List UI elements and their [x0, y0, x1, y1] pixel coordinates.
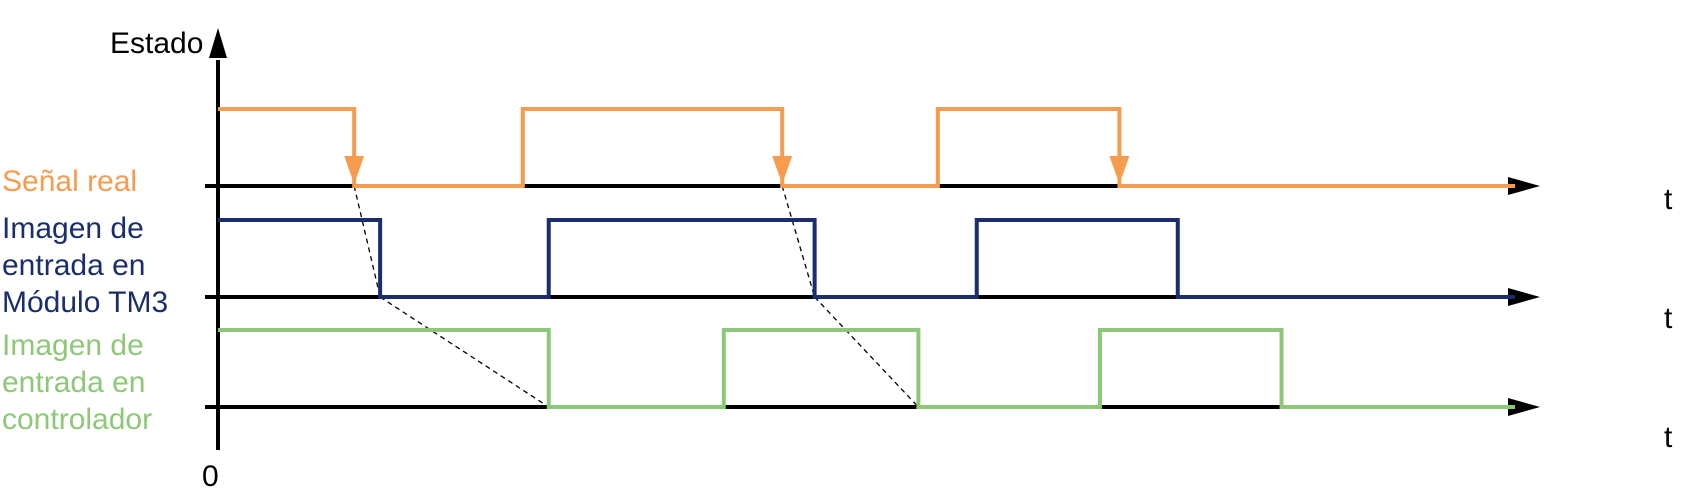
signal-label-controller: Imagen de entrada en controlador: [2, 327, 152, 438]
origin-label: 0: [202, 460, 219, 493]
falling-edge-arrow-icon: [772, 156, 793, 184]
time-axis-arrowhead: [1508, 288, 1540, 306]
time-axis-label-module: t: [1664, 302, 1673, 335]
y-axis-title: Estado: [110, 27, 204, 60]
signal-label-real: Señal real: [2, 163, 137, 200]
delay-line-module-to-controller: [379, 296, 550, 408]
signal-label-line: controlador: [2, 403, 153, 436]
time-axis-arrowhead: [1508, 398, 1540, 416]
time-axis-arrowhead: [1508, 177, 1540, 195]
y-axis-arrowhead: [209, 28, 227, 58]
delay-line-real-to-module: [781, 185, 816, 298]
delay-line-real-to-module: [353, 185, 381, 298]
signal-label-line: entrada en: [2, 249, 146, 282]
signal-label-line: Señal real: [2, 165, 138, 198]
signal-label-line: entrada en: [2, 366, 146, 399]
signal-label-module: Imagen de entrada en Módulo TM3: [2, 210, 168, 321]
time-axis-label-controller: t: [1664, 421, 1673, 454]
time-axis-label-real: t: [1664, 183, 1673, 216]
delay-line-module-to-controller: [814, 296, 919, 408]
signal-wave-real: [218, 107, 1515, 188]
falling-edge-arrow-icon: [1109, 156, 1130, 184]
signal-label-line: Imagen de: [2, 212, 144, 245]
signal-label-line: Módulo TM3: [2, 286, 169, 319]
signal-label-line: Imagen de: [2, 329, 144, 362]
falling-edge-arrow-icon: [344, 156, 365, 184]
signal-wave-controller: [218, 328, 1515, 409]
signal-wave-module: [218, 218, 1515, 299]
